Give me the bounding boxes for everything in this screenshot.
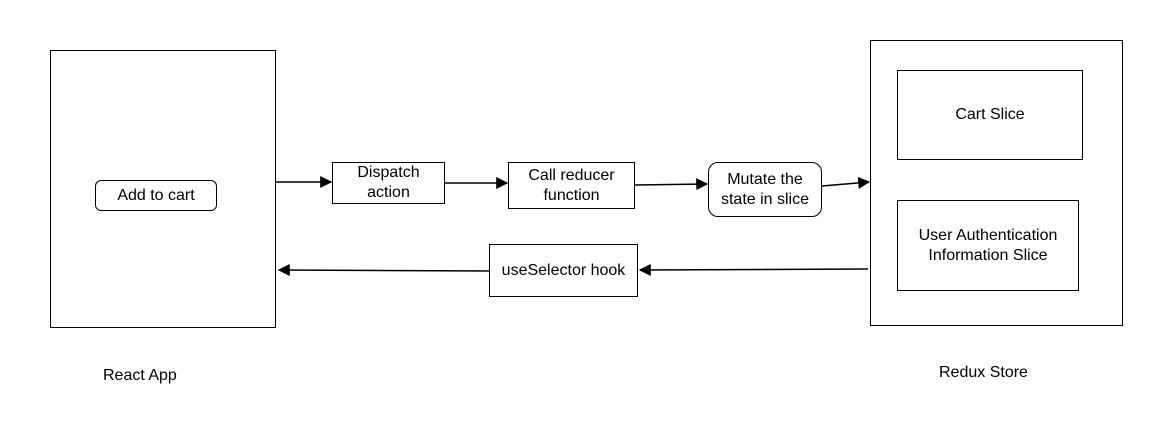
redux-store-label: Redux Store xyxy=(939,364,1028,381)
arrow-selector-to-app xyxy=(277,264,490,277)
auth-slice-box: User Authentication Information Slice xyxy=(897,200,1079,291)
arrow-reducer-to-mutate xyxy=(634,178,709,191)
react-app-label: React App xyxy=(103,367,177,384)
arrow-store-to-selector xyxy=(638,263,869,276)
dispatch-action-box: Dispatch action xyxy=(332,162,445,204)
cart-slice-box: Cart Slice xyxy=(897,70,1083,160)
add-to-cart-button[interactable]: Add to cart xyxy=(95,180,217,211)
call-reducer-box: Call reducer function xyxy=(508,162,635,209)
use-selector-box: useSelector hook xyxy=(489,244,638,297)
mutate-state-box: Mutate the state in slice xyxy=(708,162,822,217)
arrow-mutate-to-store xyxy=(821,176,871,189)
